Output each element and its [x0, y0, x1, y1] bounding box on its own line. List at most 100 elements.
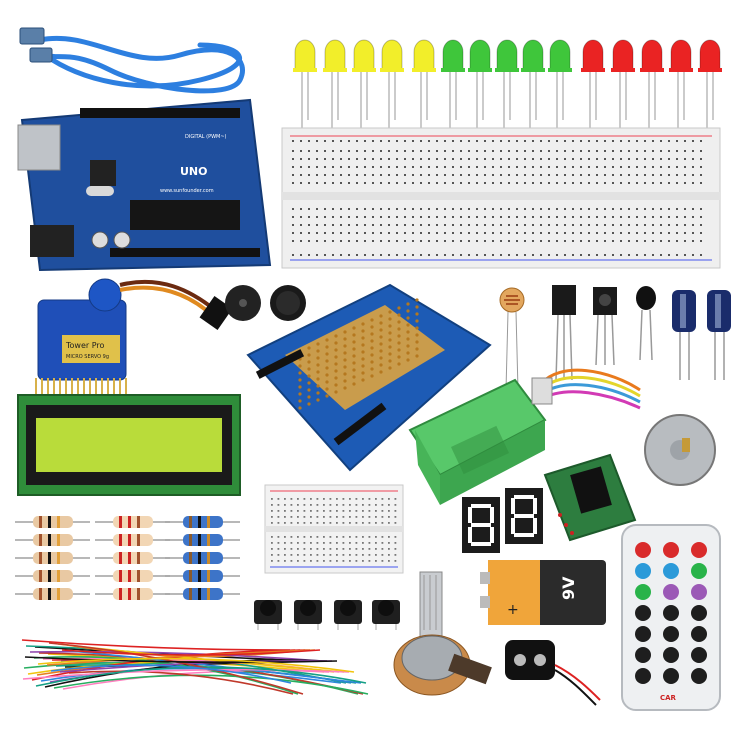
lcd-display — [17, 378, 241, 496]
arduino-brand-label: DIGITAL (PWM~) — [185, 134, 227, 140]
seven-segment-digit — [505, 488, 543, 544]
jumper-wires — [21, 639, 369, 695]
resistor — [165, 534, 240, 546]
remote-button — [691, 668, 707, 684]
servo-model: MICRO SERVO 9g — [66, 354, 109, 360]
remote-button — [663, 605, 679, 621]
remote-button — [663, 563, 679, 579]
arduino-url-label: www.sunfounder.com — [160, 188, 214, 194]
resistor — [15, 588, 90, 600]
resistor — [15, 516, 90, 528]
jumper-wire — [21, 639, 291, 651]
jumper-wire — [70, 650, 362, 684]
seven-segment-displays — [462, 488, 543, 553]
capacitors — [672, 290, 731, 380]
component-box — [408, 378, 547, 505]
jumper-wire — [33, 655, 299, 695]
jumper-wire — [68, 670, 294, 695]
remote-button — [635, 563, 651, 579]
resistor — [165, 588, 240, 600]
led — [669, 39, 693, 128]
remote-button — [635, 626, 651, 642]
jumper-wire — [29, 650, 323, 662]
push-button — [294, 600, 322, 630]
ir-remote: CAR — [621, 524, 721, 711]
remote-button — [635, 668, 651, 684]
remote-button — [663, 584, 679, 600]
push-button — [254, 600, 282, 630]
remote-button — [663, 647, 679, 663]
resistor — [15, 552, 90, 564]
jumper-wire — [22, 668, 350, 680]
led-row — [293, 39, 722, 128]
remote-brand: CAR — [660, 694, 677, 702]
resistor — [165, 552, 240, 564]
usb-cable — [19, 27, 245, 94]
led — [611, 39, 635, 128]
battery-9v: 9V + — [480, 560, 606, 625]
remote-button — [691, 626, 707, 642]
battery-plus-symbol: + — [507, 602, 519, 618]
resistor — [95, 570, 170, 582]
jumper-wire — [53, 674, 369, 695]
led — [698, 39, 722, 128]
resistor — [95, 552, 170, 564]
led — [548, 39, 572, 128]
resistor — [165, 570, 240, 582]
proto-shield — [246, 283, 492, 472]
led — [380, 39, 404, 128]
remote-button — [663, 542, 679, 558]
resistor — [165, 516, 240, 528]
led — [352, 39, 376, 128]
led — [323, 39, 347, 128]
remote-button — [691, 605, 707, 621]
jumper-wire — [46, 649, 316, 666]
servo-motor: Tower Pro MICRO SERVO 9g — [37, 278, 233, 381]
push-button — [334, 600, 362, 630]
servo-label: Tower Pro — [65, 341, 105, 350]
jumper-wire — [59, 660, 333, 673]
remote-button — [663, 626, 679, 642]
remote-button — [635, 605, 651, 621]
jumper-wire — [24, 656, 338, 664]
resistor — [95, 516, 170, 528]
led — [441, 39, 465, 128]
potentiometer — [393, 571, 492, 696]
remote-button — [635, 584, 651, 600]
resistor — [95, 534, 170, 546]
led — [495, 39, 519, 128]
resistor — [15, 534, 90, 546]
battery-clip — [505, 640, 601, 706]
led — [468, 39, 492, 128]
small-breadboard — [264, 484, 404, 574]
resistors — [15, 516, 240, 600]
jumper-wire — [61, 649, 321, 656]
remote-button — [691, 563, 707, 579]
remote-button — [691, 647, 707, 663]
remote-button — [635, 542, 651, 558]
buzzers — [225, 285, 306, 321]
led — [412, 39, 436, 128]
remote-button — [691, 542, 707, 558]
seven-segment-digit — [462, 497, 500, 553]
arduino-model-label: UNO — [180, 165, 208, 178]
remote-button — [691, 584, 707, 600]
led — [521, 39, 545, 128]
led — [581, 39, 605, 128]
push-buttons — [254, 600, 400, 630]
jumper-wire — [50, 664, 292, 684]
resistor — [15, 570, 90, 582]
led — [640, 39, 664, 128]
battery-label: 9V — [559, 576, 578, 600]
resistor — [95, 588, 170, 600]
led — [293, 39, 317, 128]
jumper-wire — [37, 657, 355, 673]
remote-button — [663, 668, 679, 684]
large-breadboard — [281, 127, 721, 269]
stepper-driver-board — [543, 453, 637, 542]
stepper-motor — [531, 368, 716, 486]
push-button — [372, 600, 400, 630]
remote-button — [635, 647, 651, 663]
arduino-board: UNO DIGITAL (PWM~) www.sunfounder.com — [17, 98, 272, 272]
